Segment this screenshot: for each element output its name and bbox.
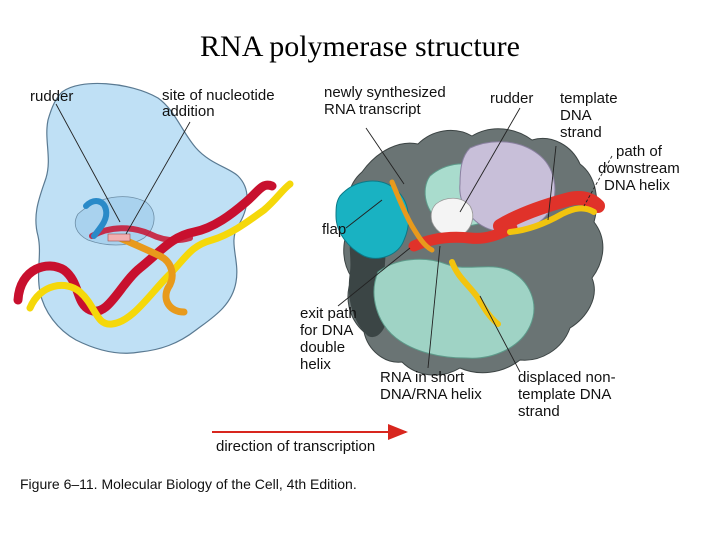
- rudder-right-leader: [459, 107, 521, 213]
- surface-model-panel: newly synthesized RNA transcript rudder …: [300, 84, 684, 420]
- rudder-blue: [83, 198, 110, 239]
- flap-leader: [345, 199, 383, 229]
- label-line: template DNA: [518, 386, 611, 403]
- template-leader: [547, 145, 557, 221]
- label-line: newly synthesized: [324, 84, 446, 101]
- rna-transcript-orange-surface: [389, 179, 435, 253]
- template-strand-yellow: [507, 205, 597, 235]
- exit-path-leader: [337, 247, 411, 307]
- label-line: RNA in short: [380, 369, 465, 386]
- label-line: for DNA: [300, 322, 353, 339]
- label-line: exit path: [300, 305, 357, 322]
- label-line: rudder: [30, 88, 73, 105]
- flap-teal: [335, 180, 410, 259]
- label-line: double: [300, 339, 345, 356]
- displaced-leader: [479, 295, 521, 373]
- label-rna-short-helix: RNA in short DNA/RNA helix: [380, 369, 482, 403]
- label-line: strand: [560, 124, 602, 141]
- label-displaced-strand: displaced non- template DNA strand: [518, 369, 620, 420]
- dna-strand-yellow: [26, 180, 294, 328]
- label-line: displaced non-: [518, 369, 616, 386]
- label-nucleotide-site: site of nucleotide addition: [162, 87, 279, 120]
- rudder-left-leader: [55, 103, 121, 223]
- nucleotide-site-leader: [125, 121, 191, 235]
- label-line: DNA helix: [604, 177, 670, 194]
- rna-short-leader: [427, 245, 441, 369]
- label-rudder-left: rudder: [30, 88, 73, 105]
- label-line: path of: [616, 143, 663, 160]
- label-line: flap: [322, 221, 346, 238]
- dna-red-center: [408, 222, 518, 252]
- figure-caption: Figure 6–11. Molecular Biology of the Ce…: [20, 476, 357, 492]
- label-downstream-dna: path of downstream DNA helix: [598, 143, 684, 194]
- label-line: direction of transcription: [216, 438, 375, 455]
- rna-transcript-orange: [116, 234, 188, 316]
- downstream-dna-helix-red: [493, 191, 605, 233]
- label-line: site of nucleotide: [162, 87, 275, 104]
- label-line: downstream: [598, 160, 680, 177]
- mint-subunit-lower: [373, 258, 535, 359]
- template-strand-back: [89, 225, 193, 244]
- dna-strand-red: [13, 180, 277, 316]
- nucleotide-site-marker: [107, 233, 131, 242]
- label-line: RNA transcript: [324, 101, 422, 118]
- label-line: rudder: [490, 90, 533, 107]
- label-flap: flap: [322, 221, 346, 238]
- label-template-dna: template DNA strand: [560, 90, 622, 141]
- label-line: strand: [518, 403, 560, 420]
- label-line: addition: [162, 103, 215, 120]
- label-direction-of-transcription: direction of transcription: [216, 438, 375, 455]
- label-rudder-right: rudder: [490, 90, 533, 107]
- label-new-rna: newly synthesized RNA transcript: [324, 84, 450, 118]
- schematic-panel: rudder site of nucleotide addition: [13, 82, 294, 354]
- label-line: DNA/RNA helix: [380, 386, 482, 403]
- new-rna-leader: [365, 127, 405, 185]
- slide-title: RNA polymerase structure: [200, 30, 520, 63]
- label-line: DNA: [560, 107, 592, 124]
- label-line: template: [560, 90, 618, 107]
- label-line: helix: [300, 356, 331, 373]
- downstream-leader: [583, 155, 613, 207]
- label-exit-path: exit path for DNA double helix: [300, 305, 361, 373]
